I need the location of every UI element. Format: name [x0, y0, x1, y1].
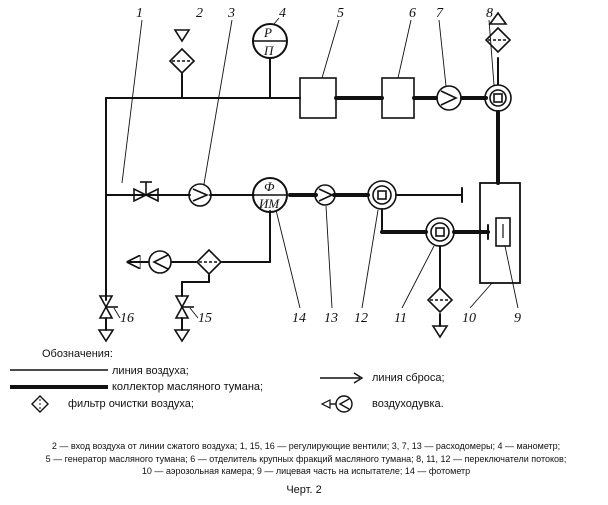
caption-line-3: 10 — аэрозольная камера; 9 — лицевая час…	[141, 466, 471, 476]
label-11: 11	[394, 311, 407, 326]
legend-discharge: линия сброса;	[372, 372, 445, 384]
filter-near-blower	[195, 248, 223, 276]
filter-below-11	[426, 286, 454, 339]
valve-15	[173, 295, 194, 343]
separator-6	[381, 77, 415, 119]
label-4: 4	[279, 6, 286, 21]
flowmeter-3	[188, 183, 212, 207]
face-part-9	[495, 217, 511, 247]
label-6: 6	[409, 6, 416, 21]
label-5: 5	[337, 6, 344, 21]
label-10: 10	[462, 311, 476, 326]
legend-filter-icon	[31, 395, 49, 413]
schematic-diagram: P П Ф ИМ	[97, 6, 521, 343]
label-1: 1	[136, 6, 143, 21]
figure-caption: 2 — вход воздуха от линии сжатого воздух…	[8, 440, 604, 478]
caption-line-1: 2 — вход воздуха от линии сжатого воздух…	[51, 441, 561, 451]
blower	[148, 250, 172, 274]
manometer-symbol-top: P	[263, 25, 272, 40]
inlet-triangle	[173, 29, 191, 43]
legend-filter: фильтр очистки воздуха;	[68, 398, 194, 410]
inlet-2	[168, 29, 196, 75]
legend-blower: воздуходувка.	[372, 398, 444, 410]
flow-switch-8	[484, 84, 512, 112]
legend-collector: коллектор масляного тумана;	[112, 381, 264, 393]
legend-air-line: линия воздуха;	[112, 365, 189, 377]
flow-switch-11	[425, 217, 455, 247]
label-3: 3	[227, 6, 235, 21]
legend-symbols	[10, 369, 364, 413]
label-15: 15	[198, 311, 212, 326]
label-9: 9	[514, 311, 521, 326]
label-16: 16	[120, 311, 134, 326]
label-14: 14	[292, 311, 306, 326]
label-2: 2	[196, 6, 203, 21]
label-8: 8	[486, 6, 493, 21]
valve-1	[106, 181, 186, 203]
flowmeter-7	[436, 85, 462, 111]
label-13: 13	[324, 311, 338, 326]
manometer-4: P П	[252, 23, 288, 59]
legend-discharge-arrow	[353, 372, 364, 384]
air-filter-11-icon	[426, 286, 454, 314]
label-12: 12	[354, 311, 368, 326]
flow-switch-12	[367, 180, 397, 210]
air-filter-blower-icon	[195, 248, 223, 276]
oil-mist-generator-5	[299, 77, 337, 119]
outlet-triangle-15	[173, 329, 191, 343]
outlet-triangle-8	[488, 11, 508, 25]
flowmeter-13	[314, 184, 336, 206]
photometer-symbol-bottom: ИМ	[258, 196, 280, 211]
photometer-14: Ф ИМ	[252, 177, 288, 213]
photometer-symbol-top: Ф	[264, 179, 275, 194]
legend-title: Обозначения:	[42, 348, 113, 360]
valve-16	[97, 295, 118, 343]
caption-line-2: 5 — генератор масляного тумана; 6 — отде…	[45, 453, 567, 464]
legend-blower-icon	[335, 395, 353, 413]
label-7: 7	[436, 6, 444, 21]
legend-blower-arrow	[320, 399, 331, 409]
air-filter-icon	[168, 47, 196, 75]
outlet-triangle-16	[97, 329, 115, 343]
figure-title: Черт. 2	[286, 484, 322, 496]
outlet-triangle-11	[431, 325, 449, 339]
manometer-symbol-bottom: П	[263, 43, 275, 58]
aerosol-chamber-10	[479, 182, 521, 284]
